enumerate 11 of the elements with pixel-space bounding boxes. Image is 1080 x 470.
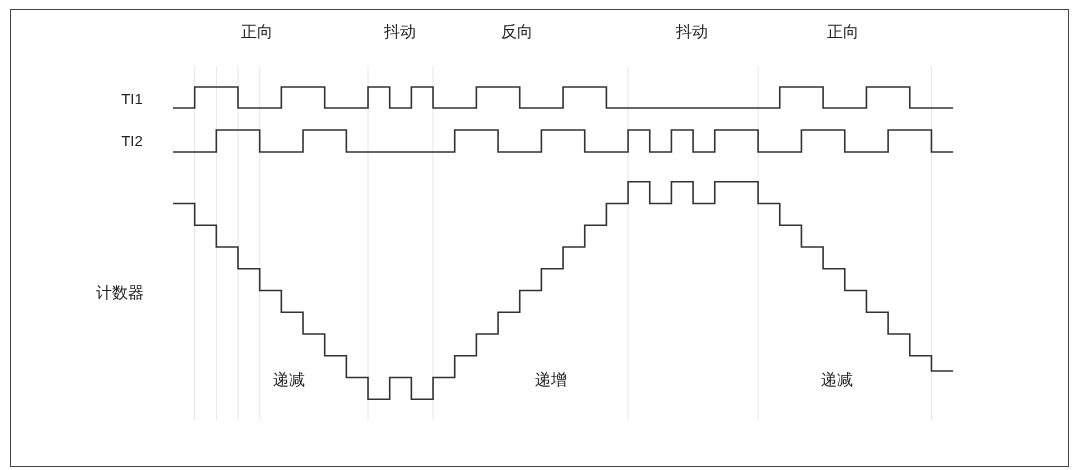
trend-label: 递减 bbox=[821, 370, 853, 390]
phase-label: 抖动 bbox=[676, 22, 708, 42]
phase-label: 正向 bbox=[827, 22, 859, 42]
signal-label: TI2 bbox=[121, 132, 143, 150]
phase-label: 反向 bbox=[501, 22, 533, 42]
trend-label: 递减 bbox=[273, 370, 305, 390]
phase-label: 抖动 bbox=[384, 22, 416, 42]
phase-label: 正向 bbox=[241, 22, 273, 42]
signal-label: 计数器 bbox=[96, 283, 144, 303]
trend-label: 递增 bbox=[535, 370, 567, 390]
signal-label: TI1 bbox=[121, 90, 143, 108]
